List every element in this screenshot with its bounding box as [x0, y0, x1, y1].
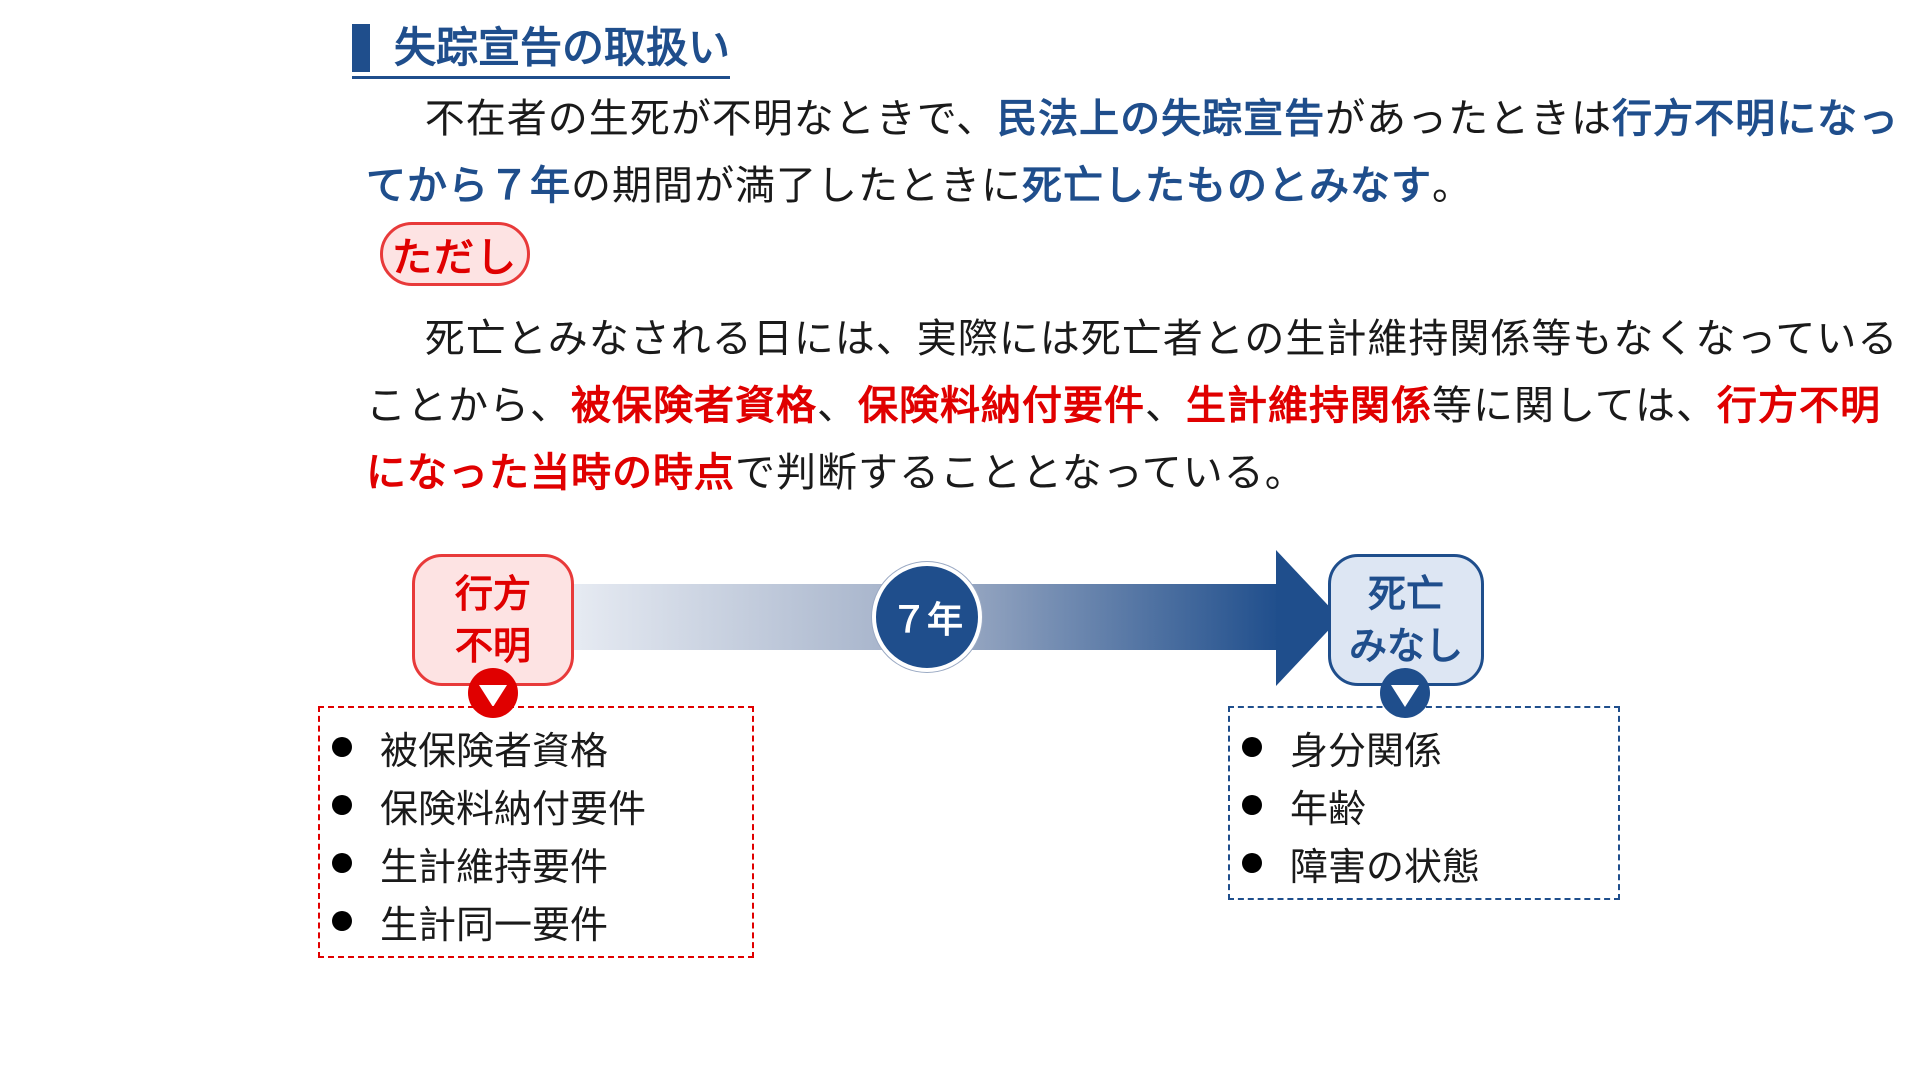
duration-label: ７年 — [890, 600, 963, 641]
list-item: 年齢 — [1242, 776, 1618, 834]
list-item: 生計維持要件 — [332, 834, 752, 892]
node-missing-line2: 不明 — [454, 624, 531, 668]
down-triangle-icon — [1380, 668, 1430, 718]
p2-seg-2: 、 — [817, 383, 858, 429]
list-item: 保険料納付要件 — [332, 776, 752, 834]
list-item-label: 保険料納付要件 — [380, 786, 647, 831]
section-heading: 失踪宣告の取扱い — [352, 22, 731, 79]
node-death-line1: 死亡 — [1367, 572, 1444, 616]
bullet-icon — [332, 795, 352, 815]
list-item: 生計同一要件 — [332, 892, 752, 950]
list-item-label: 生計同一要件 — [380, 902, 609, 947]
p2-seg-7: 行方不明になった当時の時点 — [366, 383, 1881, 496]
duration-circle: ７年 — [872, 562, 982, 672]
p2-seg-1: 被保険者資格 — [571, 383, 817, 429]
p1-seg-5: 死亡したものとみなす — [1022, 163, 1432, 209]
p2-seg-8: で判断することとなっている。 — [735, 450, 1306, 496]
p2-seg-5: 生計維持関係 — [1186, 383, 1432, 429]
node-deemed-death: 死亡 みなし — [1328, 554, 1484, 686]
list-item: 障害の状態 — [1242, 834, 1618, 892]
paragraph-exception: 死亡とみなされる日には、実際には死亡者との生計維持関係等もなくなっていることから… — [366, 306, 1906, 507]
node-death-line2: みなし — [1348, 624, 1463, 668]
p1-seg-0: 不在者の生死が不明なときで、 — [424, 96, 998, 142]
list-item-label: 障害の状態 — [1290, 844, 1481, 889]
bullet-icon — [1242, 853, 1262, 873]
list-item-label: 身分関係 — [1290, 728, 1443, 773]
tadashi-badge: ただし — [380, 222, 530, 286]
list-item: 身分関係 — [1242, 718, 1618, 776]
p1-seg-6: 。 — [1432, 163, 1473, 209]
p1-seg-4: の期間が満了したときに — [571, 163, 1022, 209]
node-missing-line1: 行方 — [454, 572, 531, 616]
node-missing: 行方 不明 — [412, 554, 574, 686]
down-triangle-icon — [468, 668, 518, 718]
p1-seg-2: があったときは — [1325, 96, 1613, 142]
list-item-label: 生計維持要件 — [380, 844, 609, 889]
p1-seg-1: 民法上の失踪宣告 — [997, 96, 1326, 142]
p2-seg-0: 死亡とみなされる日には、実際には死亡者との生計維持関係等もなくなっていることから… — [366, 316, 1899, 429]
bullet-icon — [1242, 737, 1262, 757]
death-criteria-list: 身分関係 年齢 障害の状態 — [1228, 706, 1620, 900]
bullet-icon — [1242, 795, 1262, 815]
list-item-label: 被保険者資格 — [380, 728, 609, 773]
heading-bar — [352, 24, 370, 72]
list-item: 被保険者資格 — [332, 718, 752, 776]
bullet-icon — [332, 853, 352, 873]
bullet-icon — [332, 737, 352, 757]
p2-seg-4: 、 — [1145, 383, 1186, 429]
p2-seg-3: 保険料納付要件 — [858, 383, 1145, 429]
heading-title: 失踪宣告の取扱い — [394, 23, 731, 72]
list-item-label: 年齢 — [1290, 786, 1367, 831]
paragraph-disappearance-rule: 不在者の生死が不明なときで、民法上の失踪宣告があったときは行方不明になってから７… — [366, 86, 1906, 220]
missing-criteria-list: 被保険者資格 保険料納付要件 生計維持要件 生計同一要件 — [318, 706, 754, 958]
p1-seg-3: 行方不明になってから７年 — [366, 96, 1900, 209]
bullet-icon — [332, 911, 352, 931]
p2-seg-6: 等に関しては、 — [1432, 383, 1717, 429]
